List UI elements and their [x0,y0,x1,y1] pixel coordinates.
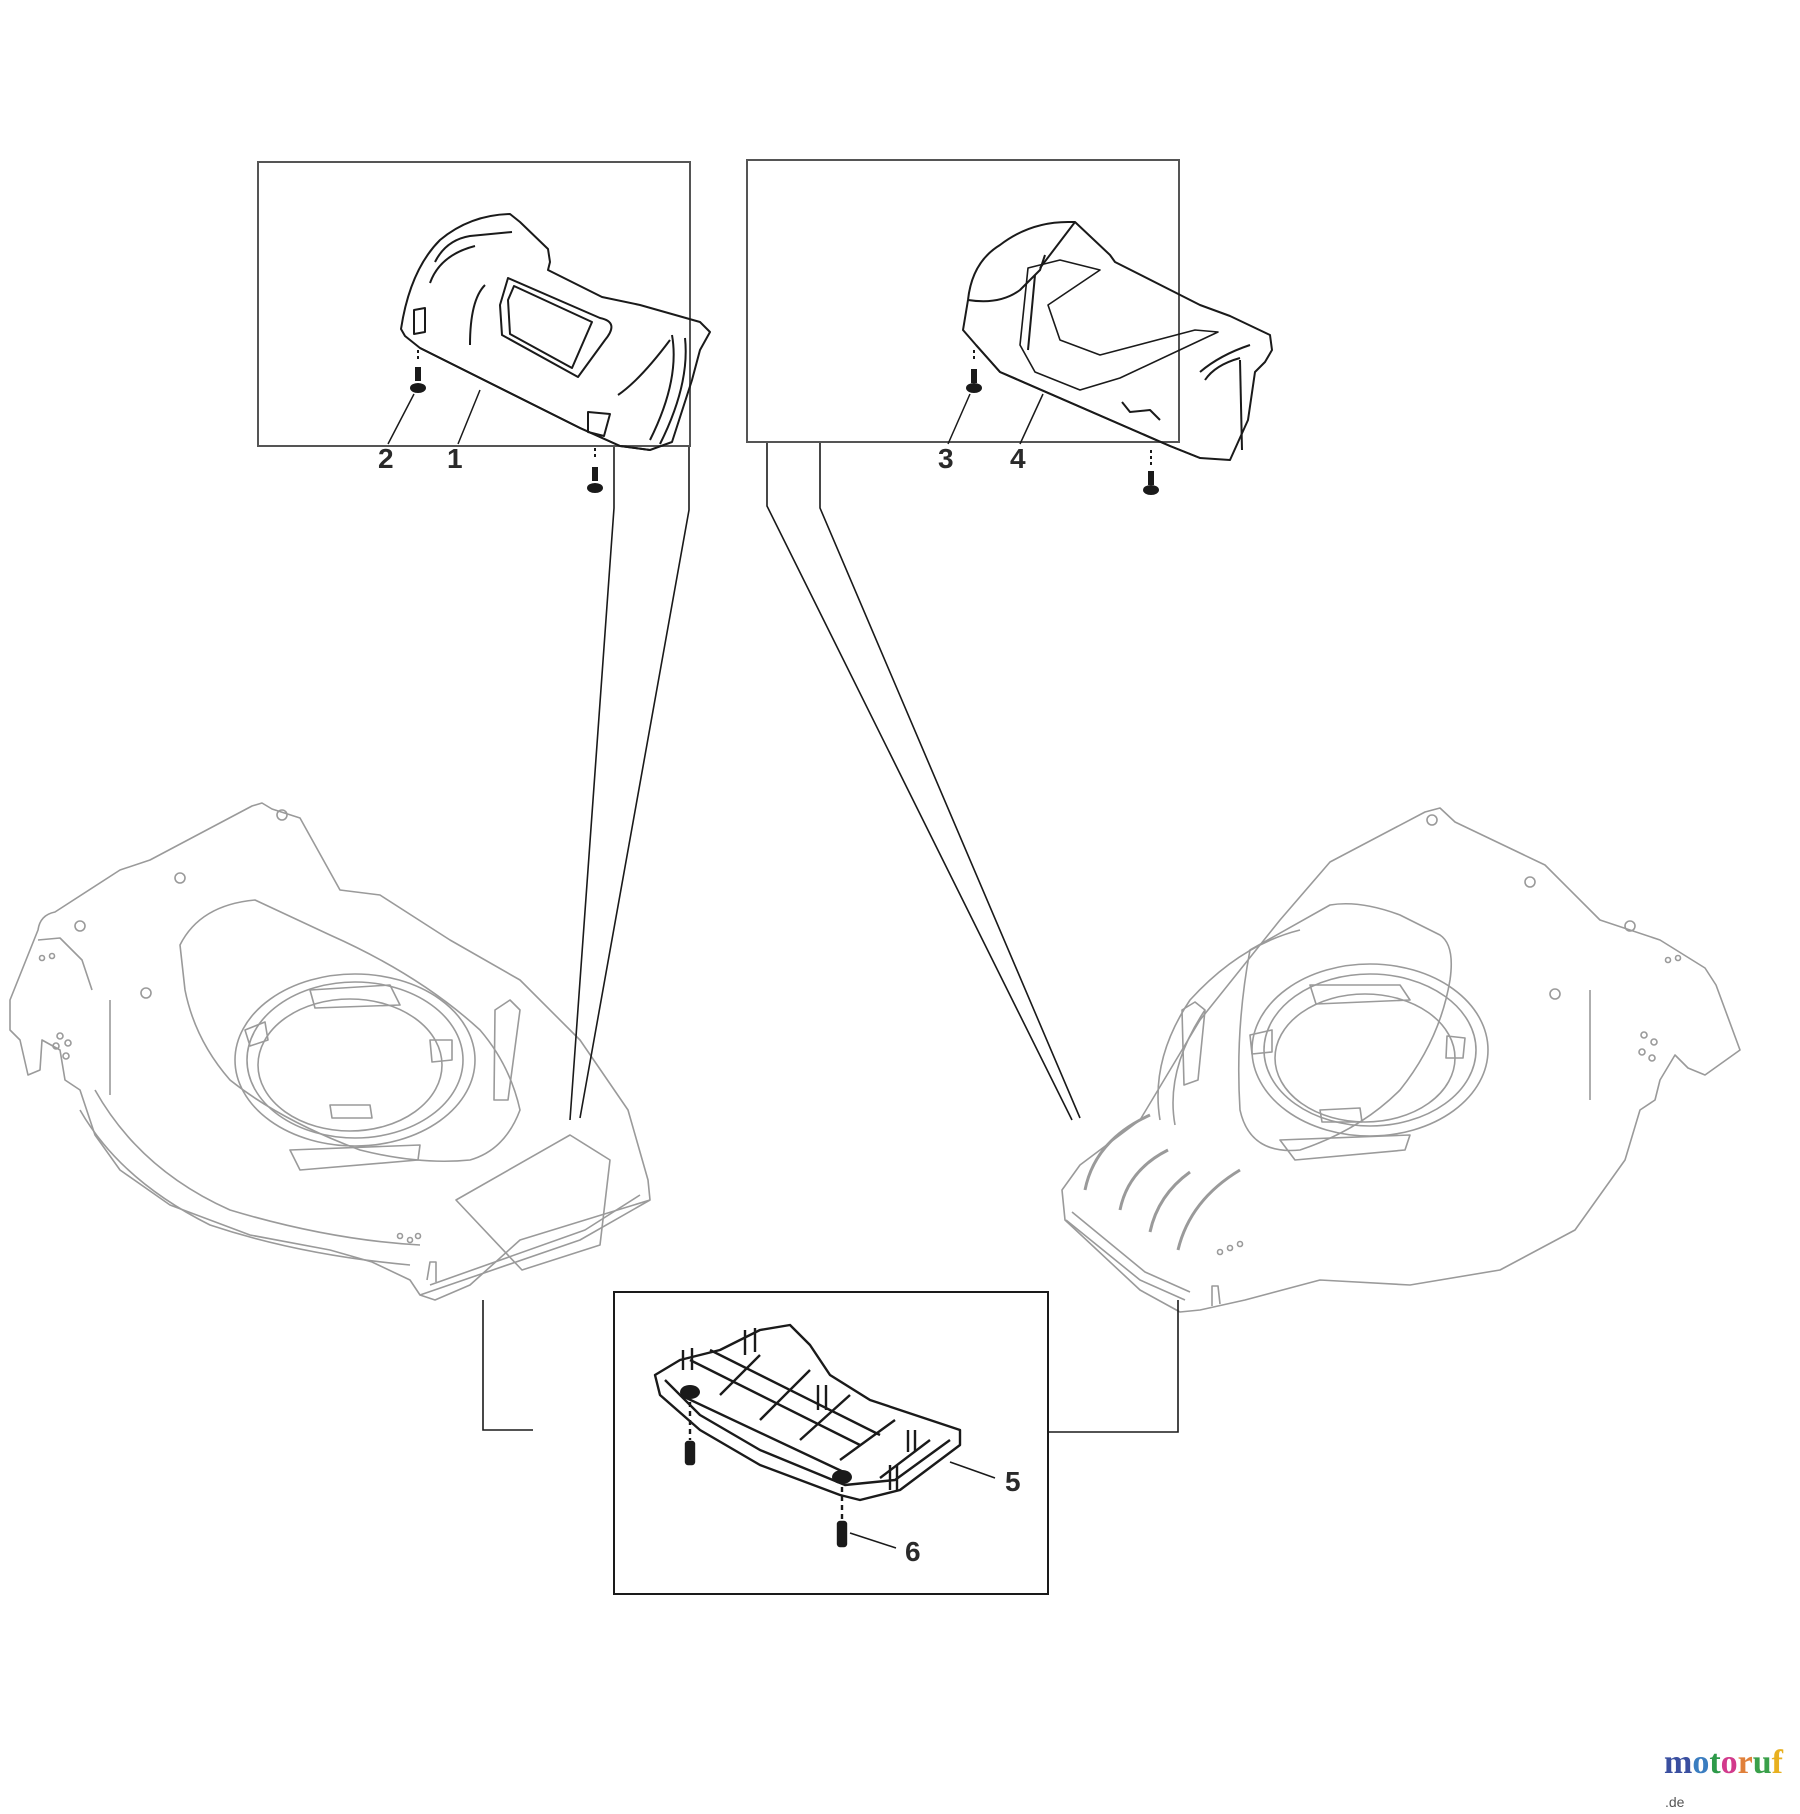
screw-2 [410,350,426,393]
leader-3 [947,393,971,445]
mount-hole-right [832,1470,852,1484]
screw-1-lower [587,448,603,493]
motoruf-watermark: motoruf .de [1664,1746,1800,1814]
front-cover-b [962,221,1273,461]
callout-3: 3 [938,443,954,474]
screw-4-lower [1143,450,1159,495]
watermark-letter: r [1737,1744,1753,1781]
callout-2: 2 [378,443,394,474]
callout-6: 6 [905,1536,921,1567]
callout-1: 1 [447,443,463,474]
leader-6 [849,1532,897,1549]
screw-6 [836,1487,848,1548]
screw-3 [966,350,982,393]
watermark-tld: .de [1665,1794,1685,1810]
detail-panel-top-right: 3 4 [746,159,1273,495]
watermark-letter: f [1771,1744,1783,1781]
watermark-letter: t [1709,1744,1721,1781]
front-cover-a [400,213,711,451]
leader-lines [482,442,1179,1433]
detail-panel-top-left: 2 1 [257,161,711,493]
mower-deck-right [1061,807,1741,1313]
watermark-letter: u [1752,1744,1772,1781]
watermark-letter: o [1692,1744,1710,1781]
leader-5 [949,1461,996,1479]
mower-deck-left [9,802,651,1301]
leader-1 [457,389,481,445]
skid-plate [653,1323,962,1502]
leader-2 [387,393,415,445]
mount-hole-left [680,1385,700,1399]
leader-4 [1019,393,1044,445]
detail-panel-bottom: 5 6 [613,1291,1049,1595]
callout-5: 5 [1005,1466,1021,1497]
watermark-letter: m [1664,1744,1693,1781]
watermark-letter: o [1720,1744,1738,1781]
screw-5-left [684,1402,696,1466]
callout-4: 4 [1010,443,1026,474]
